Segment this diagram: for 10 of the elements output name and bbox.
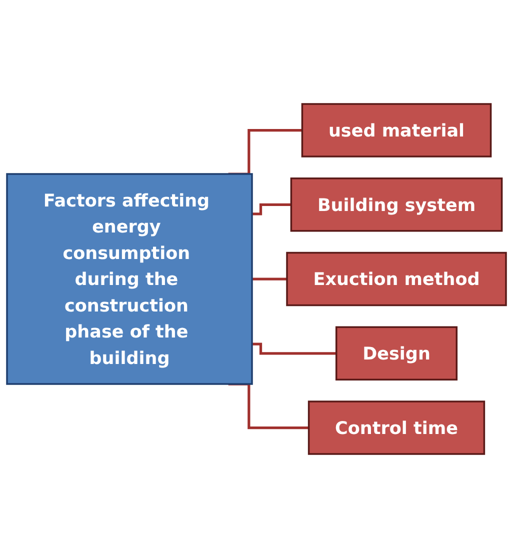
connector (252, 342, 336, 354)
node-box: Design (335, 326, 458, 380)
node-box: Building system (290, 177, 503, 232)
connector (228, 382, 309, 429)
connector (252, 277, 287, 280)
connector (252, 202, 292, 215)
node-box: Exuction method (286, 251, 507, 306)
node-box: used material (301, 102, 492, 157)
node-box: Control time (308, 400, 486, 454)
node-box: Factors affecting energy consumption during the construction phase of the building (6, 172, 253, 384)
